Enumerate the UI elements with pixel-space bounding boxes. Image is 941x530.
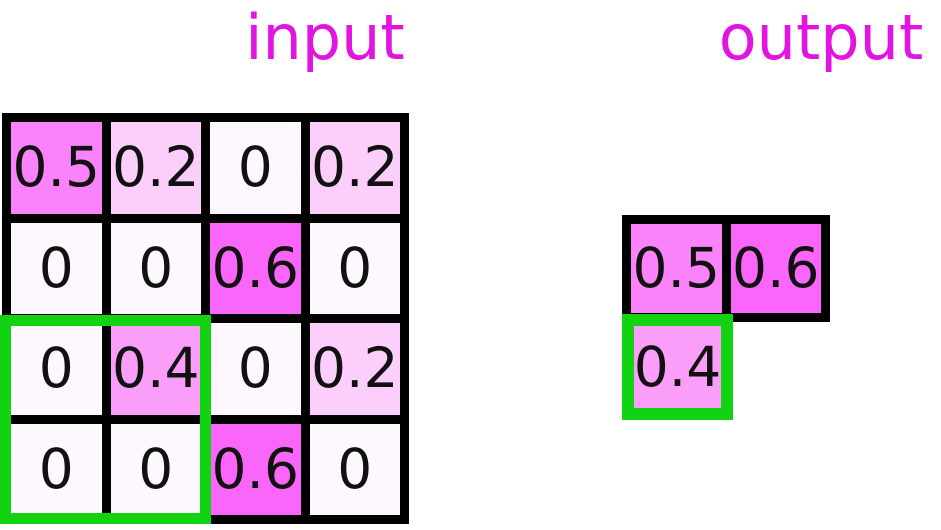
- input-grid: 0.5 0.2 0 0.2 0 0 0.6 0 0 0.4 0 0.2 0 0 …: [2, 113, 409, 524]
- output-cell-r1-c1: 0.5: [631, 224, 722, 313]
- input-cell-r1-c2: 0.2: [110, 122, 201, 214]
- input-cell-r1-c3: 0: [210, 122, 301, 214]
- output-grid: 0.5 0.6: [622, 215, 830, 322]
- output-cell-r2-c1-highlighted: 0.4: [622, 314, 733, 420]
- input-cell-r4-c1: 0: [11, 423, 102, 515]
- input-cell-r1-c1: 0.5: [11, 122, 102, 214]
- input-cell-r3-c2: 0.4: [110, 323, 201, 415]
- input-cell-r2-c4: 0: [309, 222, 400, 314]
- input-cell-r2-c3: 0.6: [210, 222, 301, 314]
- input-cell-r2-c1: 0: [11, 222, 102, 314]
- input-cell-r3-c3: 0: [210, 323, 301, 415]
- output-title: output: [718, 1, 924, 74]
- output-cell-r1-c2: 0.6: [730, 224, 821, 313]
- input-cell-r4-c4: 0: [309, 423, 400, 515]
- input-cell-r3-c4: 0.2: [309, 323, 400, 415]
- input-cell-r2-c2: 0: [110, 222, 201, 314]
- input-cell-r3-c1: 0: [11, 323, 102, 415]
- input-title: input: [245, 1, 405, 74]
- input-cell-r1-c4: 0.2: [309, 122, 400, 214]
- input-cell-r4-c3: 0.6: [210, 423, 301, 515]
- input-cell-r4-c2: 0: [110, 423, 201, 515]
